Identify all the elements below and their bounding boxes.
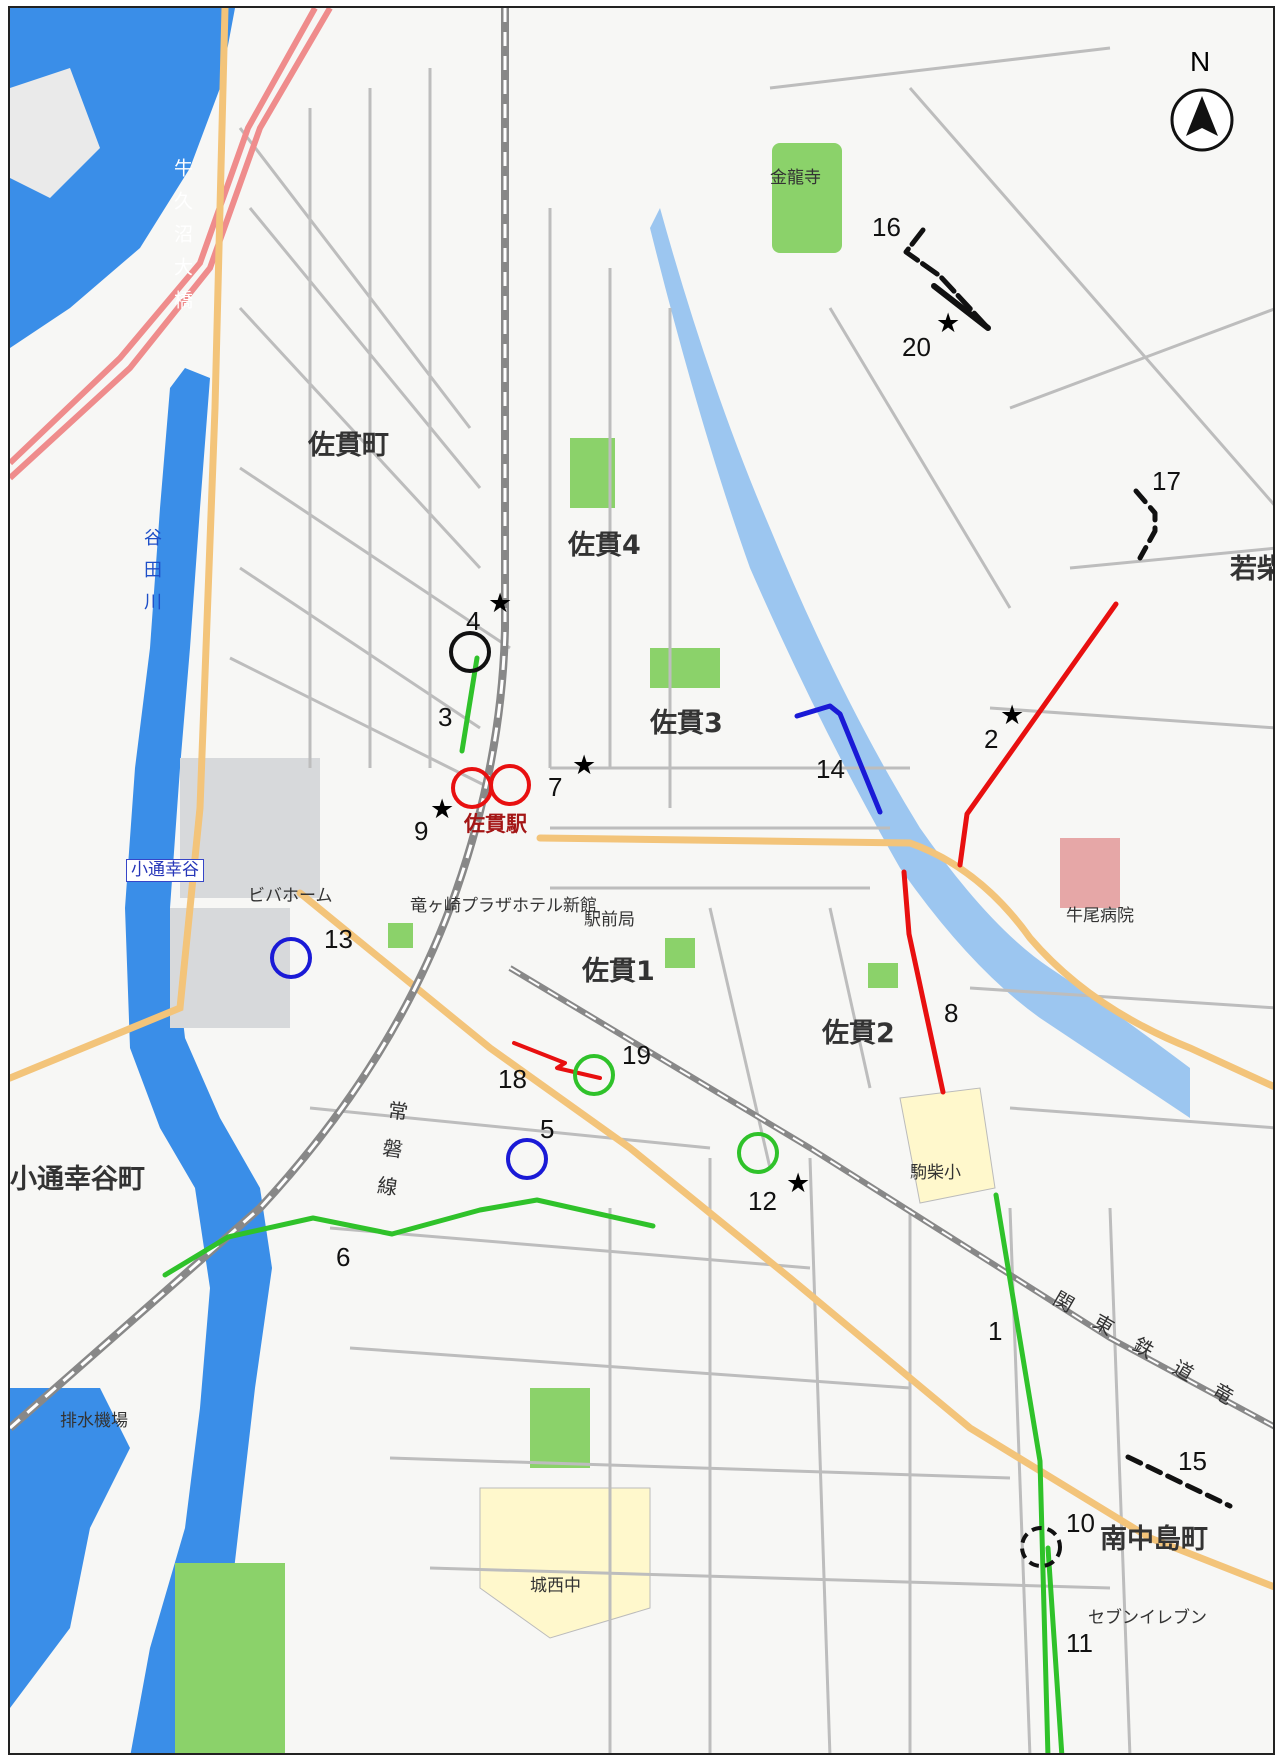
area-sanuki-machi: 佐貫町 <box>308 430 389 461</box>
route-15 <box>1125 1454 1233 1509</box>
label-yata-river: 谷田川 <box>141 528 162 624</box>
facility-hotel: 竜ヶ崎プラザホテル新館 <box>410 896 597 916</box>
north-arrow-icon <box>1170 88 1234 152</box>
facility-vivahome: ビバホーム <box>248 886 333 906</box>
route-number-1: 1 <box>988 1316 1003 1346</box>
route-1 <box>993 1192 1051 1753</box>
route-number-3: 3 <box>438 702 453 732</box>
school-kashiba <box>899 1087 996 1204</box>
facility-kinryuji: 金龍寺 <box>770 168 821 188</box>
map-canvas[interactable]: N 佐貫町 佐貫4 佐貫3 佐貫1 佐貫2 小通幸谷町 南中島町 若柴 金龍寺 … <box>8 6 1275 1755</box>
route-14 <box>794 703 883 815</box>
route-number-13: 13 <box>324 924 353 954</box>
marker-13 <box>270 937 312 979</box>
route-number-19: 19 <box>622 1040 651 1070</box>
route-number-11: 11 <box>1066 1628 1093 1658</box>
route-number-16: 16 <box>872 212 901 242</box>
facility-kashiba-elem: 駒柴小 <box>910 1163 961 1183</box>
park-kinryuji <box>772 143 842 253</box>
route-number-2: 2 <box>984 724 999 754</box>
route-number-14: 14 <box>816 754 845 784</box>
area-minaminakajima-machi: 南中島町 <box>1100 1524 1208 1555</box>
route-6 <box>162 1197 656 1278</box>
route-number-8: 8 <box>944 998 959 1028</box>
river-main <box>125 368 272 1753</box>
road-route6 <box>10 8 229 1082</box>
school-jousai <box>479 1487 651 1639</box>
route-number-18: 18 <box>498 1064 527 1094</box>
area-wakashiba: 若柴 <box>1230 554 1273 585</box>
label-ushikunuma-bridge: 牛久沼大橋 <box>171 158 193 323</box>
facility-seven-eleven: セブンイレブン <box>1088 1608 1207 1628</box>
route-2 <box>957 601 1119 868</box>
station-sanuki[interactable]: 佐貫駅 <box>464 812 527 836</box>
route-3 <box>459 655 480 754</box>
facility-jousai-jh: 城西中 <box>530 1576 581 1596</box>
marker-5 <box>506 1138 548 1180</box>
route-8 <box>901 869 946 1095</box>
map-base <box>10 8 1273 1753</box>
river-lower <box>10 1388 130 1708</box>
route-16 <box>903 227 991 331</box>
route-number-15: 15 <box>1178 1446 1207 1476</box>
marker-4 <box>449 631 491 673</box>
star-icon: ★ <box>936 308 961 339</box>
area-sanuki4: 佐貫4 <box>568 530 641 561</box>
marker-19 <box>573 1054 615 1096</box>
star-icon: ★ <box>430 794 455 825</box>
facility-pump-station: 排水機場 <box>60 1411 128 1431</box>
star-icon: ★ <box>786 1168 811 1199</box>
route-18 <box>512 1041 602 1080</box>
route-11 <box>1045 1545 1065 1753</box>
route-number-12: 12 <box>748 1186 777 1216</box>
area-sanuki3: 佐貫3 <box>650 708 723 739</box>
area-kodoukoudai-machi: 小通幸谷町 <box>10 1164 145 1195</box>
marker-10 <box>1020 1526 1062 1568</box>
facility-ushiku-hospital: 牛尾病院 <box>1066 906 1134 926</box>
route-number-7: 7 <box>548 772 563 802</box>
route-number-6: 6 <box>336 1242 351 1272</box>
facility-ekimae-post: 駅前局 <box>584 910 635 930</box>
route-number-4: 4 <box>466 606 481 636</box>
north-label: N <box>1190 46 1211 77</box>
marker-12 <box>737 1132 779 1174</box>
route-number-9: 9 <box>414 816 429 846</box>
route-number-10: 10 <box>1066 1508 1095 1538</box>
route-20 <box>931 283 991 331</box>
star-icon: ★ <box>488 588 513 619</box>
route-number-5: 5 <box>540 1114 555 1144</box>
boxed-place-kodoukoudai: 小通幸谷 <box>126 859 204 882</box>
route-17 <box>1133 488 1158 561</box>
marker-7 <box>489 764 531 806</box>
area-sanuki1: 佐貫1 <box>582 956 655 987</box>
route-number-17: 17 <box>1152 466 1181 496</box>
star-icon: ★ <box>1000 700 1025 731</box>
area-sanuki2: 佐貫2 <box>822 1018 895 1049</box>
star-icon: ★ <box>572 750 597 781</box>
route-number-20: 20 <box>902 332 931 362</box>
